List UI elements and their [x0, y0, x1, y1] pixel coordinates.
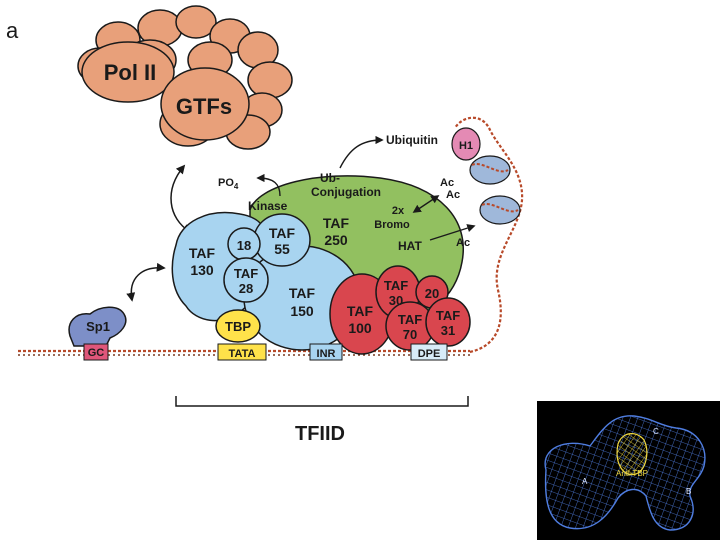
pol2-gtfs-cluster — [77, 5, 293, 150]
taf100-label-2: 100 — [348, 320, 372, 336]
taf250-label-1: TAF — [323, 215, 350, 231]
taf31-label-1: TAF — [436, 308, 460, 323]
sp1-node — [68, 306, 127, 347]
taf250-label-2: 250 — [324, 232, 348, 248]
em-c-label: C — [653, 427, 659, 436]
taf30-label-2: 30 — [389, 293, 403, 308]
taf70-label-1: TAF — [398, 312, 422, 327]
red-tafs — [329, 265, 471, 355]
taf150-label-2: 150 — [290, 303, 314, 319]
tfiid-bracket — [175, 396, 469, 407]
sp1-taf130-arrow — [126, 262, 166, 302]
tbp-node — [215, 309, 261, 343]
ac-label-3: Ac — [456, 237, 470, 249]
dpe-box — [410, 343, 448, 361]
taf31-node — [425, 297, 471, 347]
taf55-label-1: TAF — [269, 225, 296, 241]
taf28-label-1: TAF — [234, 266, 258, 281]
po4-label: PO4 — [218, 177, 239, 191]
tata-box — [217, 343, 267, 361]
taf130-label-1: TAF — [189, 245, 216, 261]
bromo-label-2: Bromo — [374, 219, 410, 231]
ubiquitin-arrow — [339, 135, 384, 169]
gc-label: GC — [88, 347, 105, 359]
gc-box — [83, 343, 109, 361]
tfiid-label: TFIID — [295, 423, 345, 445]
em-density-panel: Anti-TBP C A B — [537, 401, 720, 540]
bromo-arrow — [412, 195, 440, 213]
taf28-label-2: 28 — [239, 281, 253, 296]
sp1-label: Sp1 — [86, 319, 110, 334]
taf18-label: 18 — [237, 238, 251, 253]
nucleosomes — [469, 155, 521, 225]
tata-label: TATA — [229, 348, 256, 360]
taf30-label-1: TAF — [384, 278, 408, 293]
pol2-label: Pol II — [104, 60, 157, 85]
taf20-label: 20 — [425, 286, 439, 301]
taf100-label-1: TAF — [347, 303, 374, 319]
em-a-label: A — [582, 477, 588, 486]
ubiquitin-label: Ubiquitin — [386, 133, 438, 147]
ubconj-label-1: Ub- — [320, 171, 340, 185]
inr-box — [309, 343, 343, 361]
po4-arrow — [256, 173, 281, 197]
anti-tbp-label: Anti-TBP — [616, 469, 648, 478]
taf28-node — [223, 257, 269, 303]
taf31-label-2: 31 — [441, 323, 455, 338]
ac-label-2: Ac — [446, 189, 460, 201]
hat-arrow — [429, 224, 476, 241]
pol2-tfiid-arrow — [170, 164, 192, 233]
gtfs-label: GTFs — [176, 94, 232, 119]
bromo-label-1: 2x — [392, 205, 405, 217]
taf150-label-1: TAF — [289, 285, 316, 301]
em-b-label: B — [686, 487, 691, 496]
ubconj-label-2: Conjugation — [311, 185, 381, 199]
dpe-label: DPE — [418, 348, 441, 360]
tbp-label: TBP — [225, 319, 251, 334]
taf70-label-2: 70 — [403, 327, 417, 342]
taf55-label-2: 55 — [274, 241, 290, 257]
inr-label: INR — [317, 348, 336, 360]
hat-label: HAT — [398, 239, 422, 253]
h1-node — [451, 127, 481, 161]
ac-label-1: Ac — [440, 177, 454, 189]
dna-loop — [454, 116, 524, 354]
panel-label: a — [6, 18, 19, 43]
kinase-label: Kinase — [248, 199, 288, 213]
taf130-label-2: 130 — [190, 262, 214, 278]
h1-label: H1 — [459, 140, 473, 152]
